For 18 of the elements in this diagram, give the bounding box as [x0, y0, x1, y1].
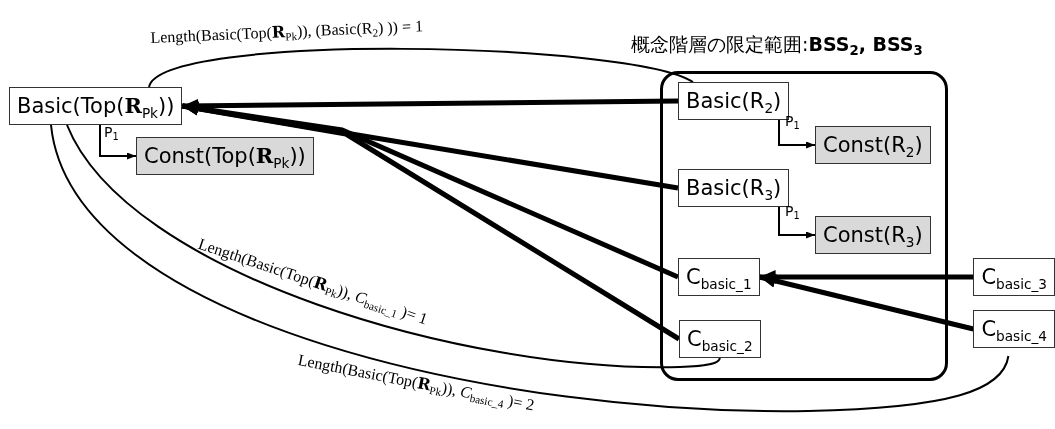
concept-box: C$_{basic_1}$: [678, 258, 760, 296]
concept-box: Basic(R$_{3}$): [678, 169, 790, 207]
concept-box: C$_{basic_4}$: [973, 310, 1055, 348]
concept-box: C$_{basic_3}$: [973, 258, 1055, 296]
connector-line: [66, 124, 721, 368]
arrow: [778, 206, 816, 239]
concept-box: Const(R$_{2}$): [815, 126, 931, 164]
arrow: [181, 101, 681, 342]
edge-label: P$_{1}$: [104, 124, 119, 140]
scope-heading: 概念階層の限定範囲:BSS$_{2}$, BSS$_{3}$: [631, 32, 923, 58]
arrow: [759, 274, 974, 332]
concept-box: Const(Top(R$_{Pk}$)): [136, 137, 314, 175]
connector-line: [50, 124, 1010, 412]
concept-box: Basic(Top(R$_{Pk}$)): [9, 87, 183, 125]
arrow: [778, 119, 816, 149]
arrow: [99, 124, 137, 160]
concept-box: Const(R$_{3}$): [815, 216, 931, 254]
concept-box: C$_{basic_2}$: [679, 320, 761, 358]
